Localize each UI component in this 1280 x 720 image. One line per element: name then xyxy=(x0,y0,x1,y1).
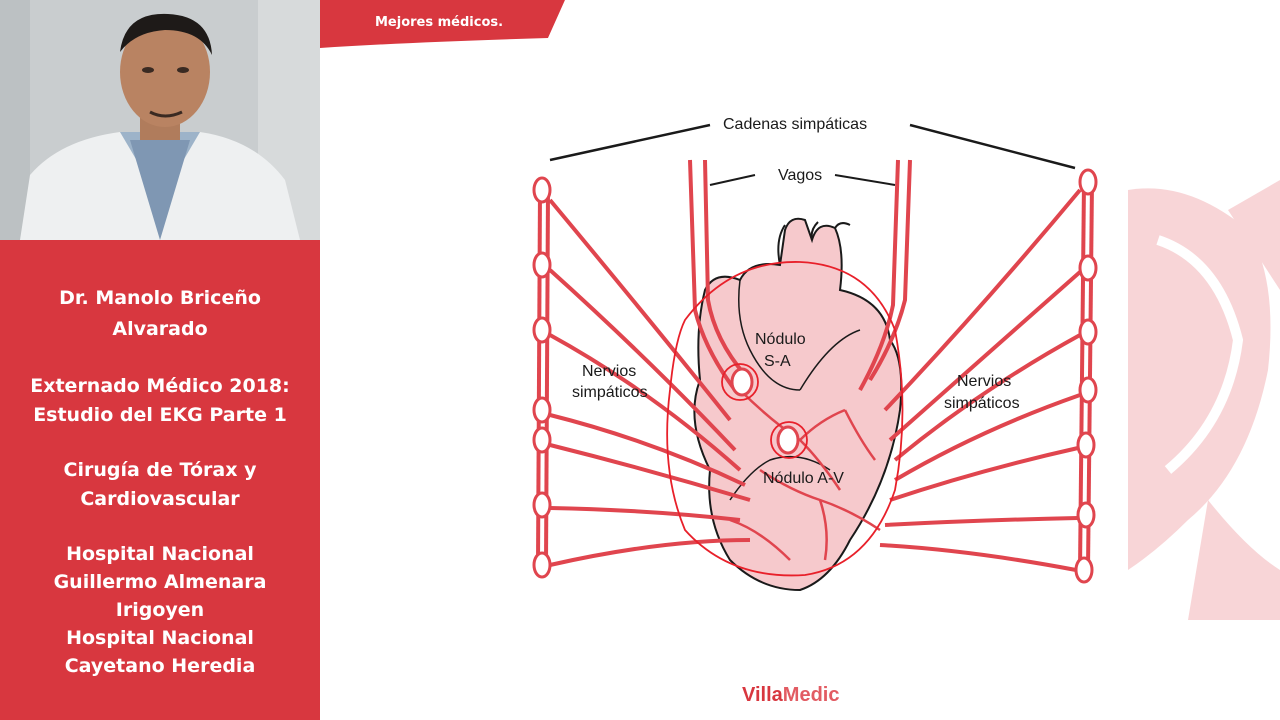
hospital-line-2: Guillermo Almenara xyxy=(53,571,267,593)
cardiac-innervation-figure: Cadenas simpáticas Vagos Nervios simpáti… xyxy=(500,90,1120,610)
label-vagos: Vagos xyxy=(778,167,823,184)
cardiac-branches xyxy=(729,389,881,561)
label-cadenas-simpaticas: Cadenas simpáticas xyxy=(723,116,868,133)
specialty-line-2: Cardiovascular xyxy=(80,488,240,510)
specialty-line-1: Cirugía de Tórax y xyxy=(63,459,257,481)
slide: Mejores médicos. xyxy=(320,0,1280,720)
av-node xyxy=(776,425,800,455)
vagos-leader-lines xyxy=(709,174,896,186)
annotation-marks xyxy=(666,261,904,577)
banner-slogan: Mejores médicos. xyxy=(375,15,504,30)
label-nodulo-sa-2: S-A xyxy=(764,353,791,370)
villamedic-logo: VillaMedic xyxy=(742,684,839,707)
sa-node xyxy=(730,367,754,397)
hospital-line-1: Hospital Nacional xyxy=(66,543,254,565)
label-nervios-right-2: simpáticos xyxy=(944,395,1020,412)
sympathetic-nerves xyxy=(548,188,1082,572)
label-nervios-right-1: Nervios xyxy=(957,373,1012,390)
hospital-line-5: Cayetano Heredia xyxy=(64,655,256,677)
presenter-info-panel: Dr. Manolo Briceño Alvarado Externado Mé… xyxy=(0,240,320,720)
presenter-name-line-2: Alvarado xyxy=(112,318,208,340)
slide-banner xyxy=(320,0,568,48)
presenter-name-line-1: Dr. Manolo Briceño xyxy=(59,287,261,309)
label-nodulo-sa-1: Nódulo xyxy=(755,331,806,348)
label-nervios-left-2: simpáticos xyxy=(572,384,648,401)
label-nodulo-av: Nódulo A-V xyxy=(763,470,844,487)
cadenas-leader-lines xyxy=(549,123,1076,170)
webcam-feed xyxy=(0,0,320,240)
vagus-nerves xyxy=(688,159,912,392)
brand-text-villa: Villa xyxy=(742,684,783,706)
left-ganglia xyxy=(532,176,552,579)
brand-text-medic: Medic xyxy=(782,684,840,706)
course-title-line-2: Estudio del EKG Parte 1 xyxy=(33,404,287,426)
course-title-line-1: Externado Médico 2018: xyxy=(30,375,290,397)
hospital-line-4: Hospital Nacional xyxy=(66,627,254,649)
hospital-line-3: Irigoyen xyxy=(115,599,205,621)
heart-nerve-diagram xyxy=(532,123,1098,592)
right-ganglia xyxy=(1074,168,1098,584)
decorative-watermark xyxy=(1128,180,1280,620)
label-nervios-left-1: Nervios xyxy=(582,363,637,380)
presenter-video-image xyxy=(0,0,320,240)
